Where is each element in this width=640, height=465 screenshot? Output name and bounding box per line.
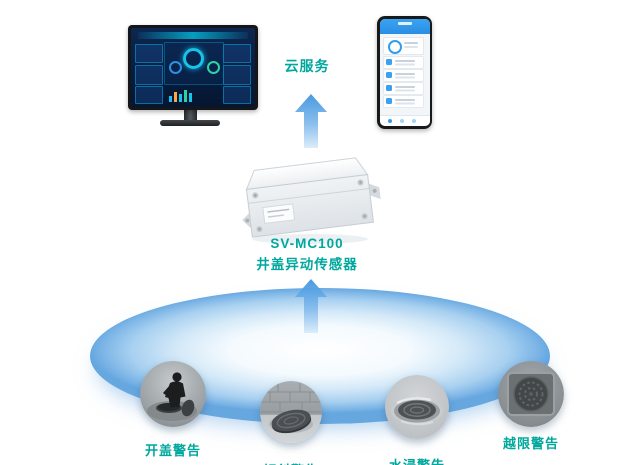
alert-flood: 水浸警告: [385, 375, 449, 465]
dashboard-panel: [223, 86, 252, 105]
gauge-icon: [206, 61, 220, 75]
gauge-icon: [169, 61, 183, 75]
sensor-device: [232, 140, 384, 249]
dashboard-panel: [134, 86, 163, 105]
sensor-device-box-icon: [242, 157, 381, 244]
dashboard-panel: [223, 65, 252, 85]
app-list-row: [382, 69, 424, 82]
app-list-row: [382, 82, 424, 95]
alert-open-cover: 开盖警告: [140, 361, 206, 459]
monitor-stand-base: [160, 120, 220, 126]
alert-label: 开盖警告: [144, 443, 201, 458]
dashboard-header-bar: [138, 31, 248, 40]
limit-exceeded-photo-icon: [498, 361, 564, 427]
gauge-icon: [183, 47, 205, 69]
app-bottom-nav: [379, 115, 430, 126]
alert-limit-exceeded: 越限警告: [498, 361, 564, 452]
alert-label: 倾斜警告: [263, 460, 319, 465]
dashboard-monitor: [128, 25, 258, 126]
alert-tilt: 倾斜警告: [260, 381, 322, 465]
device-name-label: 井盖异动传感器: [256, 257, 358, 272]
mobile-app-phone: [377, 16, 432, 129]
alert-label: 越限警告: [502, 436, 559, 451]
tilt-photo-icon: [260, 381, 322, 443]
up-arrow-icon: [295, 94, 327, 148]
device-model-label: SV-MC100: [270, 236, 344, 251]
app-header-bar: [379, 19, 430, 34]
cloud-service-label: 云服务: [284, 58, 330, 74]
monitor-frame: [128, 25, 258, 110]
dashboard-panel: [223, 43, 252, 64]
app-list-row: [382, 95, 424, 108]
dashboard-screen: [131, 28, 255, 107]
alert-label: 水浸警告: [389, 455, 445, 465]
gauge-icon: [387, 40, 402, 54]
app-list-row: [382, 56, 424, 69]
flood-photo-icon: [385, 375, 449, 439]
open-cover-photo-icon: [140, 361, 206, 427]
dashboard-panel: [134, 65, 163, 85]
bar-chart-icon: [169, 88, 216, 103]
monitor-stand-neck: [183, 110, 197, 120]
mobile-app-screen: [379, 19, 430, 126]
dashboard-panel: [134, 43, 163, 64]
up-arrow-icon: [295, 279, 327, 333]
